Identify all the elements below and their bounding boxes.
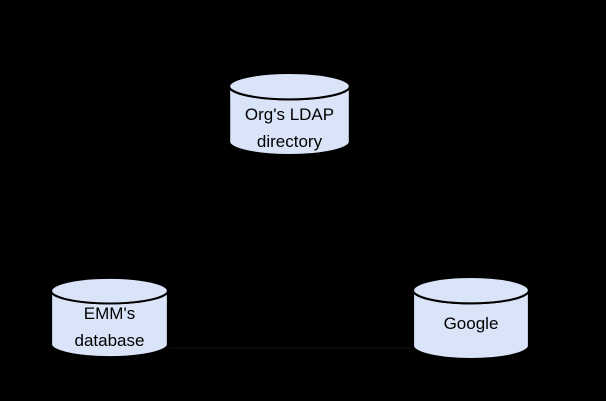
node-label: Google (412, 302, 530, 359)
node-label-line: Google (443, 314, 499, 333)
node-google: Google (412, 276, 530, 361)
database-cylinder-shape (228, 72, 351, 156)
node-label: Org's LDAP directory (228, 98, 351, 155)
cylinder-top-ellipse (228, 72, 351, 101)
node-label-line: Org's LDAP (244, 104, 335, 124)
node-org-ldap-directory: Org's LDAP directory (228, 72, 351, 157)
node-label-line: database (74, 331, 145, 350)
database-cylinder-shape (50, 277, 169, 359)
cylinder-top-ellipse (412, 276, 530, 305)
node-emm-database: EMM's database (50, 277, 169, 359)
node-label-line: directory (256, 131, 323, 151)
node-label-line: EMM's (83, 304, 136, 323)
database-cylinder-shape (412, 276, 530, 360)
cylinder-top-ellipse (50, 277, 169, 305)
node-label: EMM's database (50, 303, 169, 357)
